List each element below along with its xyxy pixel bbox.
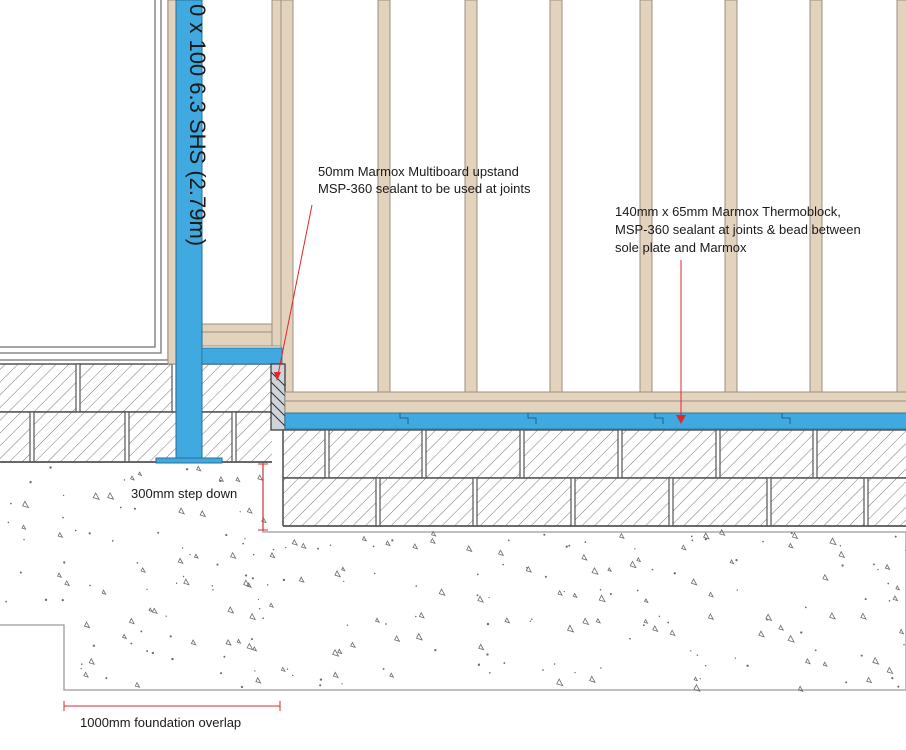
leader-lines	[63, 204, 682, 711]
step-down-label: 300mm step down	[131, 486, 237, 501]
window-frame	[0, 0, 169, 361]
upstand-label-line2: MSP-360 sealant to be used at joints	[318, 181, 531, 196]
existing-brick-courses	[0, 363, 272, 463]
timber-noggin-left	[167, 0, 177, 365]
steel-shs-post	[155, 0, 223, 464]
steel-post-label: 0 x 100 6.3 SHS (2.79m)	[185, 4, 210, 246]
upstand-label-line1: 50mm Marmox Multiboard upstand	[318, 164, 519, 179]
thermoblock-label-line3: sole plate and Marmox	[615, 240, 747, 255]
timber-frame-upstand	[201, 0, 294, 393]
timber-sole-plates	[284, 391, 906, 414]
marmox-thermoblock	[284, 412, 906, 430]
thermoblock-label-line2: MSP-360 sealant at joints & bead between	[615, 222, 861, 237]
timber-wall-studs	[377, 0, 906, 393]
upstand-leader	[277, 204, 313, 376]
concrete-aggregate-speckles	[5, 465, 906, 692]
marmox-strip-upstand	[201, 347, 283, 365]
foundation-overlap-label: 1000mm foundation overlap	[80, 715, 241, 730]
thermoblock-label-line1: 140mm x 65mm Marmox Thermoblock,	[615, 204, 841, 219]
new-brick-courses	[282, 429, 906, 527]
